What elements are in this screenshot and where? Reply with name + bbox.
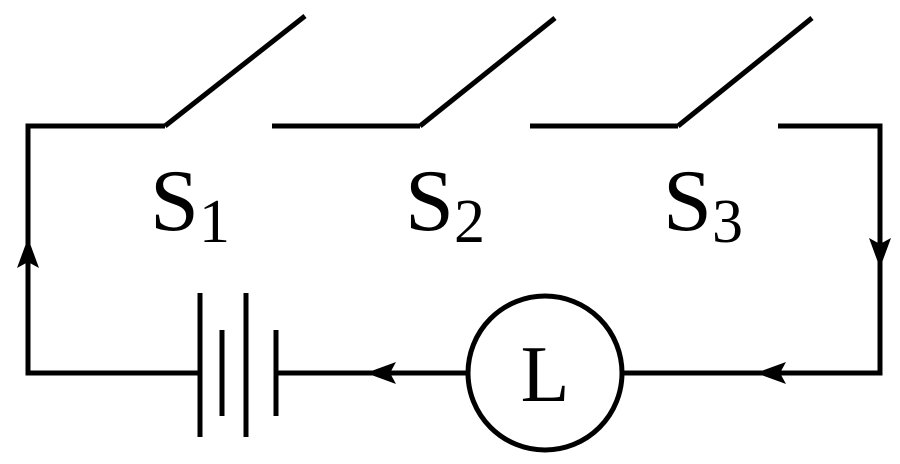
- lamp: L: [465, 293, 625, 453]
- switch-s3-blade: [676, 16, 814, 128]
- switch-s2: [418, 16, 557, 128]
- lamp-label: L: [521, 331, 570, 419]
- switch-s1-label: S1: [150, 153, 230, 256]
- wire-right-bottom: [624, 254, 883, 376]
- switch-s2-blade: [418, 16, 557, 128]
- battery: [197, 293, 279, 437]
- wire-right-top: [778, 123, 883, 254]
- wire-left-top: [25, 123, 165, 254]
- arrow-down-icon: [869, 238, 891, 268]
- switch-s3-label: S3: [663, 153, 743, 256]
- switch-s1: [163, 14, 307, 128]
- wire-left-bottom: [25, 254, 200, 376]
- lamp-circle: [465, 293, 625, 453]
- top-wires: [25, 123, 883, 254]
- switch-s3: [676, 16, 814, 128]
- switch-s1-blade: [163, 14, 307, 128]
- switch-s2-label: S2: [405, 153, 485, 256]
- arrow-left-icon-2: [366, 362, 396, 384]
- arrow-left-icon: [756, 362, 786, 384]
- arrow-up-icon: [17, 238, 39, 268]
- lower-wires: [25, 254, 883, 376]
